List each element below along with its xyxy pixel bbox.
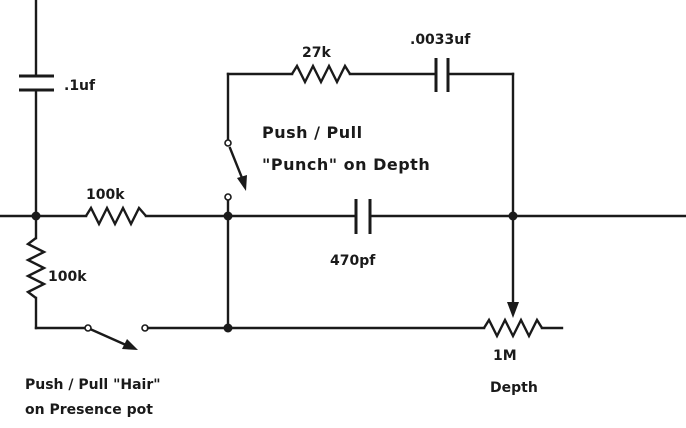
junction-dot bbox=[223, 211, 233, 221]
capacitor-c2 bbox=[434, 58, 450, 92]
capacitor-c1 bbox=[19, 74, 54, 92]
potentiometer-depth bbox=[482, 317, 544, 339]
r3-label: 27k bbox=[302, 45, 331, 61]
pot-value-label: 1M bbox=[493, 348, 517, 364]
resistor-r3 bbox=[290, 63, 352, 85]
r1-label: 100k bbox=[86, 187, 125, 203]
c3-label: 470pf bbox=[330, 253, 376, 269]
junction-dot bbox=[223, 323, 233, 333]
punch-switch-label-line2: "Punch" on Depth bbox=[262, 155, 430, 174]
hair-switch bbox=[84, 324, 149, 350]
r2-label: 100k bbox=[48, 269, 87, 285]
junction-dot bbox=[508, 211, 518, 221]
pot-wiper-arrow bbox=[507, 302, 519, 318]
hair-switch-label-line1: Push / Pull "Hair" bbox=[25, 377, 161, 393]
pot-name-label: Depth bbox=[490, 380, 538, 396]
resistor-r2 bbox=[25, 237, 47, 299]
c1-label: .1uf bbox=[64, 78, 96, 94]
punch-switch bbox=[224, 139, 247, 201]
resistor-r1 bbox=[84, 205, 147, 227]
hair-switch-label-line2: on Presence pot bbox=[25, 402, 153, 418]
junction-dot bbox=[31, 211, 41, 221]
punch-switch-label-line1: Push / Pull bbox=[262, 123, 363, 142]
c2-label: .0033uf bbox=[410, 32, 471, 48]
junction-dots bbox=[31, 211, 518, 333]
capacitor-c3 bbox=[354, 199, 372, 234]
